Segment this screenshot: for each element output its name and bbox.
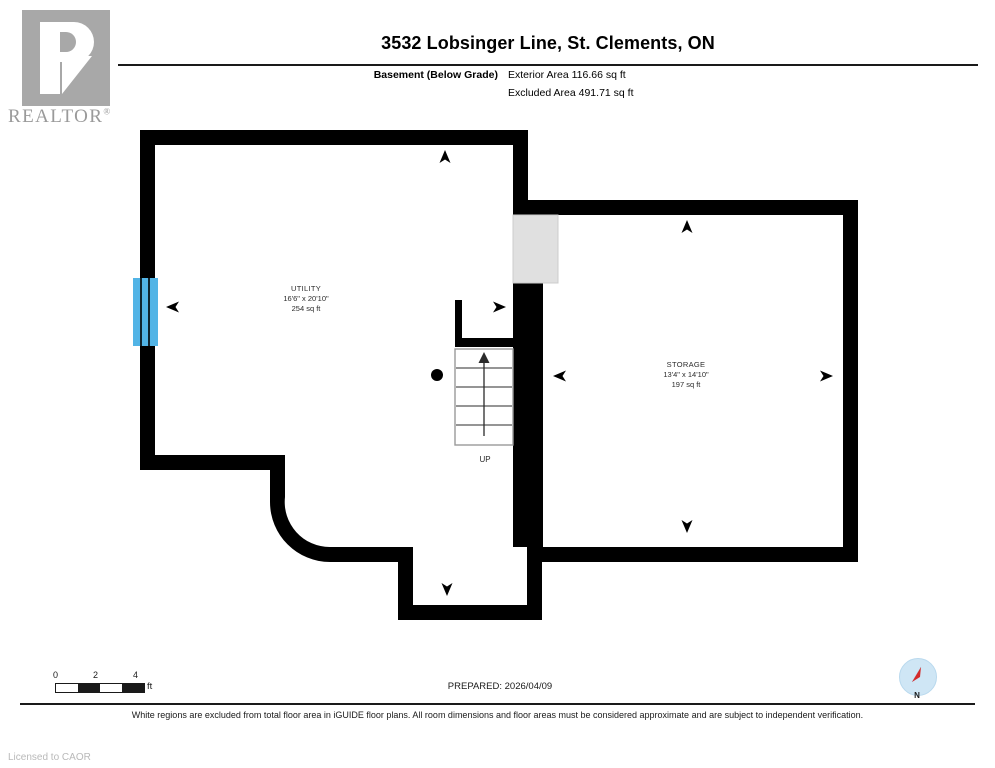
realtor-wordmark-text: REALTOR [8,106,104,127]
scale-bar-graphic [55,683,145,693]
compass-needle-icon [911,666,922,683]
stair-direction-label: UP [479,455,491,464]
dimension-arrow-utility-top [439,150,451,163]
scale-bar-ticks: 0 2 4 [53,670,155,682]
room-name-utility: UTILITY [290,284,322,293]
room-dimensions-utility: 16'6" x 20'10" [283,294,329,303]
scale-bar: 0 2 4 ft [53,670,155,694]
compass-rose: N [899,658,941,704]
dimension-arrow-storage-top [681,220,693,233]
room-label-storage: STORAGE 13'4" x 14'10" 197 sq ft [626,360,746,390]
registered-mark: ® [103,106,112,117]
scale-segment-2 [78,684,100,692]
scale-segment-3 [100,684,122,692]
logo-r-leg [62,56,92,94]
dimension-arrow-storage-left [553,370,566,382]
room-label-utility: UTILITY 16'6" x 20'10" 254 sq ft [246,284,366,314]
staircase [454,348,514,446]
dimension-arrow-corridor-bottom [441,583,453,596]
scale-tick-4: 4 [133,670,139,680]
excluded-area-text: Excluded Area 491.71 sq ft [508,87,634,99]
camera-position-marker [431,369,443,381]
realtor-r-icon [22,10,110,106]
floor-level-label: Basement (Below Grade) [373,69,498,81]
storage-room-floor [543,215,843,547]
realtor-wordmark: REALTOR® [8,106,126,128]
room-dimensions-storage: 13'4" x 14'10" [663,370,709,379]
logo-r-stem [40,22,60,94]
footer-divider [20,703,975,705]
window-left-wall [133,278,158,346]
dimension-arrow-utility-right [493,301,506,313]
scale-segment-1 [56,684,78,692]
scale-segment-4 [122,684,144,692]
room-name-storage: STORAGE [666,360,706,369]
utility-room-floor [155,145,513,497]
scale-tick-2: 2 [93,670,99,680]
scale-bar-unit: ft [147,681,153,692]
dimension-arrow-utility-left [166,301,179,313]
room-area-utility: 254 sq ft [291,304,321,313]
wall-mass-lower [140,455,155,470]
lower-corridor-floor [413,547,527,605]
logo-r-bowl-inner [60,32,76,52]
header-divider [118,64,978,66]
stair-partition-wall-horizontal [455,338,513,347]
excluded-area-block [512,214,559,284]
scale-tick-0: 0 [53,670,59,680]
room-area-storage: 197 sq ft [671,380,701,389]
dimension-arrow-storage-right [820,370,833,382]
page-title: 3532 Lobsinger Line, St. Clements, ON [381,33,715,53]
stair-partition-wall-vertical [455,300,462,345]
disclaimer-text: White regions are excluded from total fl… [131,710,864,720]
dimension-arrow-storage-bottom [681,520,693,533]
compass-north-label: N [914,691,920,700]
license-text: Licensed to CAOR [8,752,91,763]
realtor-logo: REALTOR® [8,8,126,130]
exterior-area-text: Exterior Area 116.66 sq ft [508,69,626,81]
prepared-date: PREPARED: 2026/04/09 [447,681,553,692]
